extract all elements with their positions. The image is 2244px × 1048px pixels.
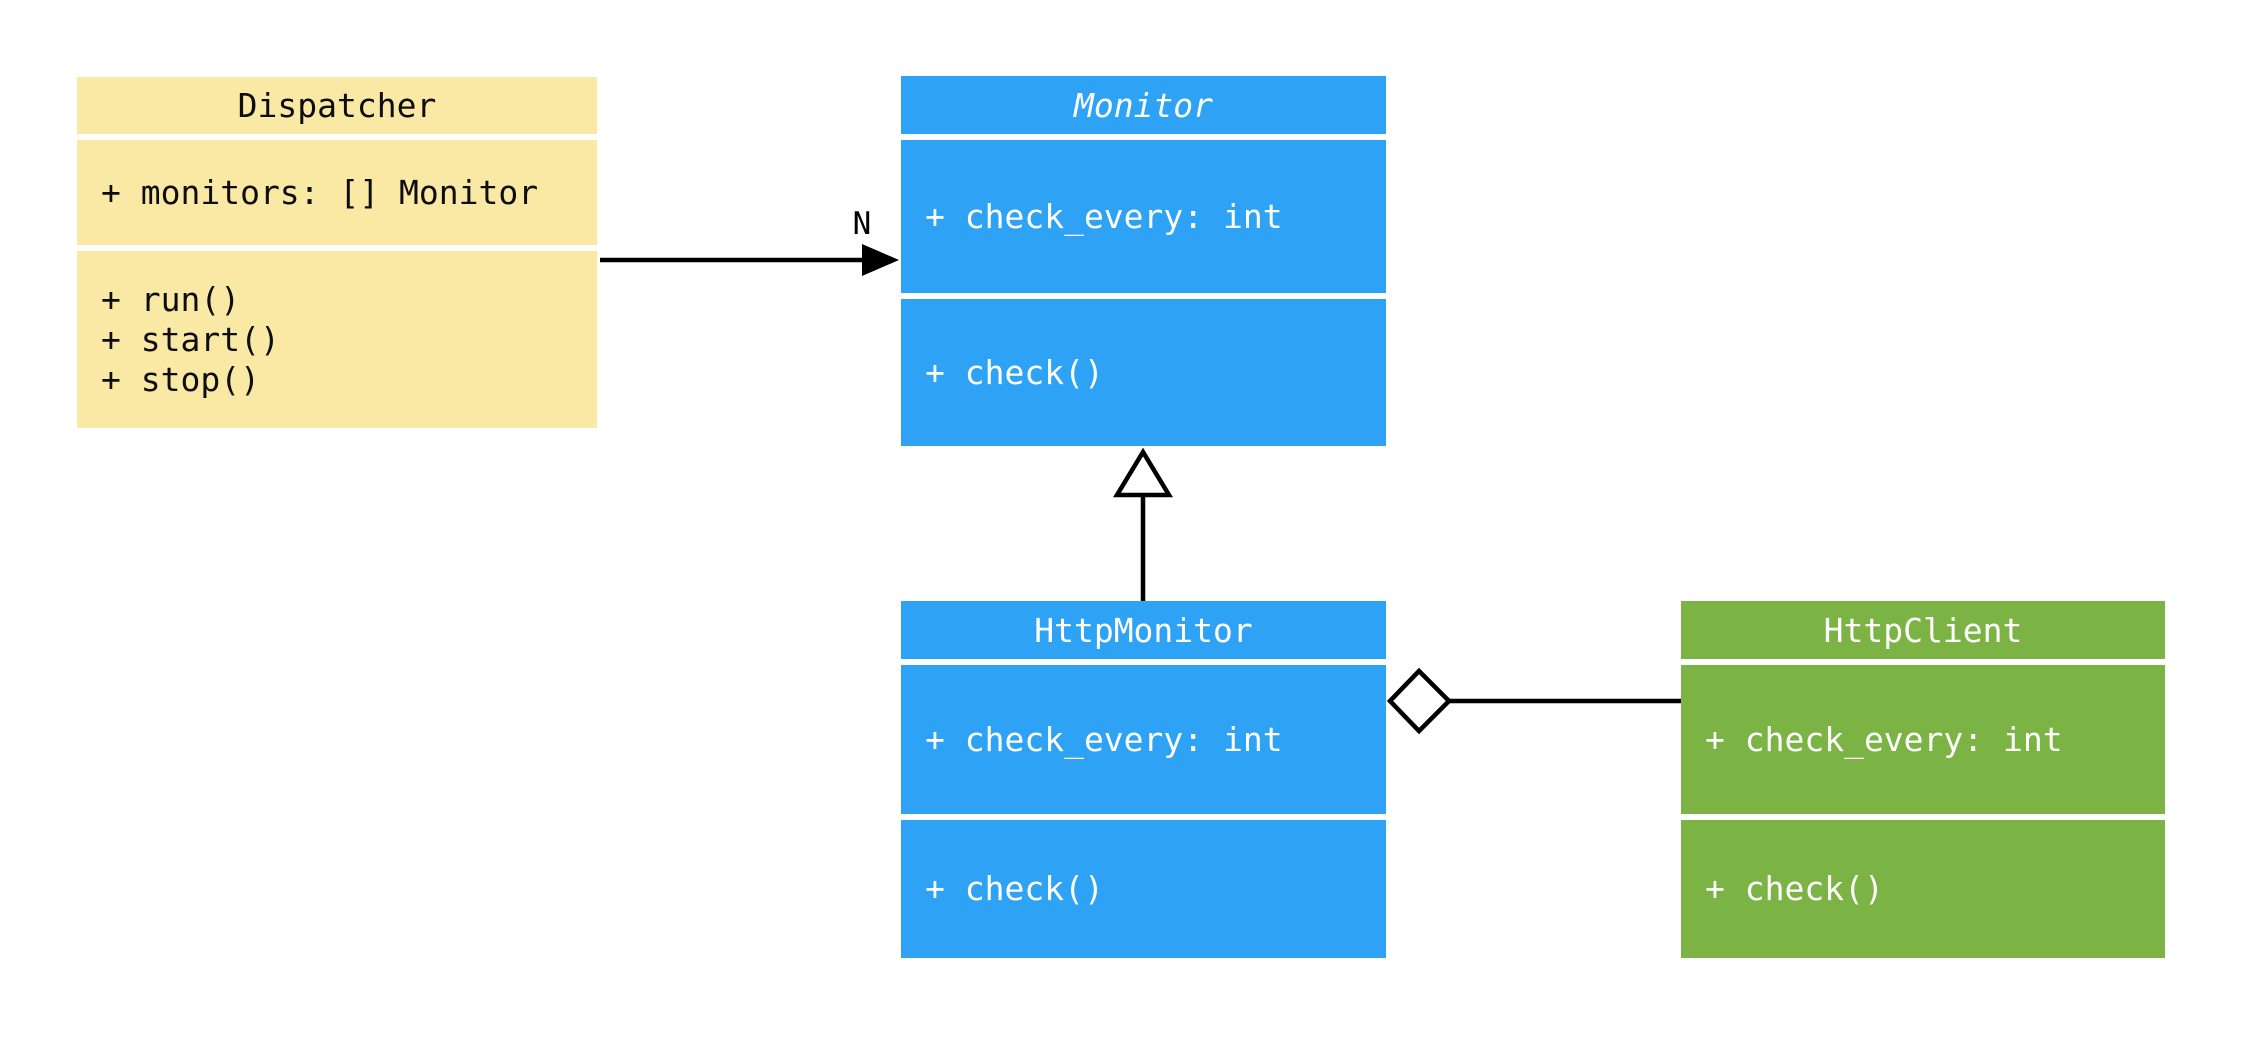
class-title-section: HttpMonitor [901,601,1386,659]
filled-arrowhead-icon [862,244,899,276]
class-methods-section: + check() [1681,820,2165,958]
class-name: Monitor [1073,85,1214,125]
hollow-diamond-icon [1386,667,1453,735]
method-line: + check() [925,352,1104,392]
attribute-line: + check_every: int [925,719,1283,759]
class-title-section: Dispatcher [77,77,597,134]
class-name: HttpMonitor [1034,610,1253,650]
class-methods-section: + run() + start() + stop() [77,251,597,428]
hollow-triangle-icon [1113,447,1173,498]
class-title-section: HttpClient [1681,601,2165,659]
association-multiplicity-label: N [852,206,872,242]
method-line: + check() [925,869,1104,908]
aggregation-httpmonitor-httpclient [1386,667,1681,735]
class-attributes-section: + check_every: int [901,140,1386,293]
class-name: HttpClient [1823,610,2023,650]
class-box-dispatcher[interactable]: Dispatcher + monitors: [] Monitor + run(… [77,77,597,428]
method-line: + start() [101,319,280,359]
class-methods-section: + check() [901,820,1386,958]
class-box-httpmonitor[interactable]: HttpMonitor + check_every: int + check() [901,601,1386,958]
method-line: + check() [1705,869,1884,908]
class-attributes-section: + monitors: [] Monitor [77,140,597,245]
attribute-line: + monitors: [] Monitor [101,172,539,212]
class-methods-section: + check() [901,299,1386,446]
class-attributes-section: + check_every: int [901,665,1386,814]
class-name: Dispatcher [237,86,437,125]
class-attributes-section: + check_every: int [1681,665,2165,814]
association-dispatcher-monitor [600,244,899,276]
method-line: + stop() [101,359,260,399]
class-box-monitor[interactable]: Monitor + check_every: int + check() [901,76,1386,446]
class-title-section: Monitor [901,76,1386,134]
attribute-line: + check_every: int [925,196,1283,236]
method-line: + run() [101,279,241,319]
generalization-httpmonitor-monitor [1113,447,1173,601]
class-box-httpclient[interactable]: HttpClient + check_every: int + check() [1681,601,2165,958]
attribute-line: + check_every: int [1705,719,2063,759]
